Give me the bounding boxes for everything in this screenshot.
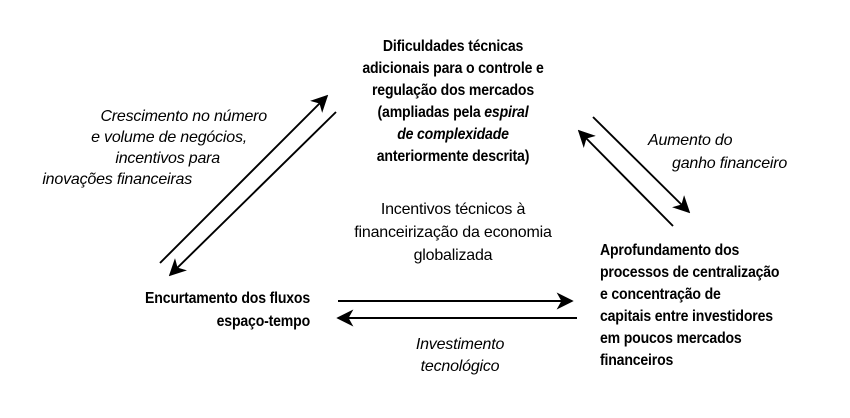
- node-line: em poucos mercados: [600, 330, 742, 347]
- label-line: Aumento do: [648, 132, 733, 149]
- node-line: (ampliadas pela espiral: [321, 102, 585, 124]
- node-line: Dificuldades técnicas: [382, 38, 524, 55]
- node-encurtamento-fluxos: Encurtamento dos fluxos espaço-tempo: [116, 287, 310, 333]
- label-line: e volume de negócios,: [91, 129, 247, 146]
- node-line: Aprofundamento dos: [600, 242, 740, 259]
- node-line-italic-text: de complexidade: [397, 126, 509, 143]
- label-crescimento-negocios: Crescimento no número e volume de negóci…: [27, 106, 267, 190]
- label-line: inovações financeiras: [42, 171, 192, 188]
- label-line: financeirização da economia: [354, 224, 552, 241]
- node-line: processos de centralização: [600, 264, 780, 281]
- node-line: anteriormente descrita): [376, 148, 530, 165]
- node-line: espaço-tempo: [216, 313, 311, 330]
- label-line: tecnológico: [420, 358, 500, 375]
- label-line: Crescimento no número: [100, 108, 267, 125]
- arrow-deepening-to-difficulties: [577, 129, 674, 227]
- node-line-text: (ampliadas pela: [377, 104, 485, 121]
- label-line: incentivos para: [115, 150, 220, 167]
- node-dificuldades-tecnicas: Dificuldades técnicas adicionais para o …: [321, 36, 585, 168]
- arrow-difficulties-to-deepening: [592, 116, 691, 214]
- label-incentivos-tecnicos: Incentivos técnicos à financeirização da…: [328, 198, 578, 267]
- label-aumento-ganho: Aumento do ganho financeiro: [648, 129, 787, 175]
- node-line: e concentração de: [600, 286, 721, 303]
- label-line: Investimento: [415, 336, 505, 353]
- node-line-italic-text: espiral: [484, 104, 529, 121]
- arrow-difficulties-to-shortening: [168, 111, 337, 277]
- node-line: adicionais para o controle e: [362, 60, 544, 77]
- node-line: capitais entre investidores: [600, 308, 773, 325]
- node-aprofundamento-processos: Aprofundamento dos processos de centrali…: [600, 240, 802, 372]
- label-line: globalizada: [413, 247, 493, 264]
- node-line: Encurtamento dos fluxos: [145, 290, 310, 307]
- node-line: regulação dos mercados: [371, 82, 535, 99]
- arrow-shortening-to-difficulties: [159, 94, 329, 264]
- node-line: financeiros: [600, 352, 674, 369]
- label-line: Incentivos técnicos à: [380, 201, 526, 218]
- label-investimento-tecnologico: Investimento tecnológico: [380, 334, 540, 378]
- label-line: ganho financeiro: [672, 155, 788, 172]
